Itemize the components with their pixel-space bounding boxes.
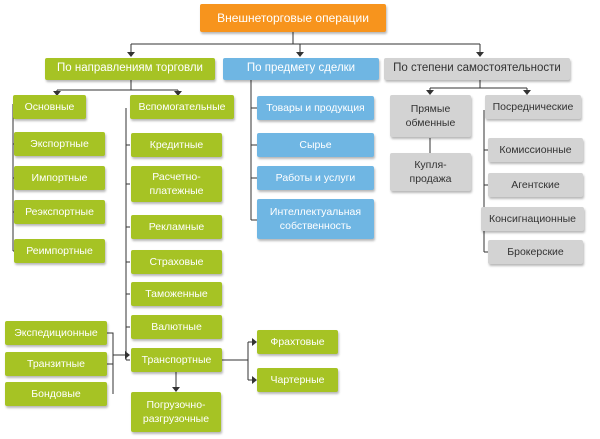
consignment-node: Консигнационные bbox=[481, 207, 584, 231]
brokerage-node: Брокерские bbox=[488, 240, 583, 264]
expedition-node: Экспедиционные bbox=[5, 321, 107, 345]
connector-aux bbox=[125, 108, 130, 361]
connector-transport-left bbox=[107, 332, 126, 394]
arrow-intermediary bbox=[523, 90, 531, 95]
connector-root bbox=[130, 32, 481, 56]
goods-node: Товары и продукция bbox=[257, 96, 374, 120]
deal-subject-node: По предмету сделки bbox=[223, 58, 379, 80]
freight-node: Фрахтовые bbox=[257, 330, 338, 354]
connector-trade bbox=[56, 80, 179, 95]
connector-subject bbox=[250, 80, 257, 221]
commission-node: Комиссионные bbox=[488, 138, 583, 162]
import-node: Импортные bbox=[14, 166, 105, 190]
arrow-main bbox=[53, 91, 61, 96]
currency-node: Валютные bbox=[131, 315, 222, 339]
transit-node: Транзитные bbox=[5, 352, 107, 376]
trade-directions-node: По направлениям торговли bbox=[45, 58, 215, 80]
independence-node: По степени самостоятельности bbox=[384, 58, 570, 80]
reimport-node: Реимпортные bbox=[14, 239, 105, 263]
raw-materials-node: Сырье bbox=[257, 133, 374, 157]
charter-node: Чартерные bbox=[257, 368, 338, 392]
root-node: Внешнеторговые операции bbox=[200, 4, 386, 32]
loading-node: Погрузочно-разгрузочные bbox=[131, 392, 221, 432]
settlement-node: Расчетно-платежные bbox=[131, 166, 222, 202]
export-node: Экспортные bbox=[14, 132, 105, 156]
works-services-node: Работы и услуги bbox=[257, 166, 374, 190]
intermediary-node: Посреднические bbox=[485, 95, 581, 119]
arrow-transport-left bbox=[125, 351, 130, 359]
agency-node: Агентские bbox=[488, 173, 583, 197]
purchase-sale-node: Купля-продажа bbox=[390, 153, 471, 191]
connector-transport-right bbox=[222, 341, 256, 381]
connector-intermediary bbox=[483, 110, 488, 253]
arrow-transport-below bbox=[172, 387, 180, 392]
credit-node: Кредитные bbox=[131, 133, 222, 157]
arrow-charter bbox=[252, 376, 257, 384]
main-node: Основные bbox=[13, 95, 86, 119]
advertising-node: Рекламные bbox=[131, 215, 222, 239]
arrow-subject bbox=[296, 52, 304, 57]
transport-node: Транспортные bbox=[131, 348, 222, 372]
arrow-independence bbox=[476, 52, 484, 57]
auxiliary-node: Вспомогательные bbox=[130, 95, 234, 119]
customs-node: Таможенные bbox=[131, 282, 222, 306]
arrow-fraht bbox=[252, 338, 257, 346]
intellectual-property-node: Интеллектуальная собственность bbox=[257, 199, 374, 239]
direct-exchange-node: Прямые обменные bbox=[390, 95, 471, 137]
bond-node: Бондовые bbox=[5, 382, 107, 406]
insurance-node: Страховые bbox=[131, 250, 222, 274]
arrow-auxiliary bbox=[174, 91, 182, 96]
reexport-node: Реэкспортные bbox=[14, 200, 105, 224]
arrow-trade bbox=[127, 52, 135, 57]
arrow-direct bbox=[426, 90, 434, 95]
